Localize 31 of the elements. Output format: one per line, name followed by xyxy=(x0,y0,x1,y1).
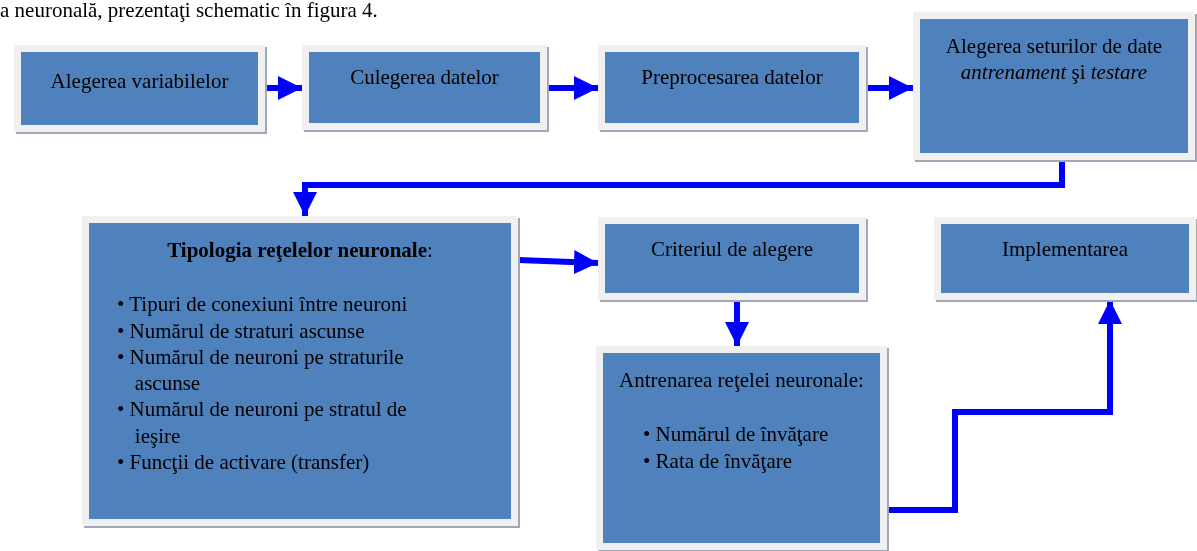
box-label: Culegerea datelor xyxy=(349,64,500,91)
process-box xyxy=(913,12,1195,160)
arrow xyxy=(265,76,302,100)
process-box xyxy=(598,45,866,130)
arrow xyxy=(887,300,1122,513)
body-text: a neuronală, prezentaţi schematic în figura 4. xyxy=(0,0,378,23)
bullet-item: • Tipuri de conexiuni între neuroni xyxy=(117,291,409,318)
box-label: Alegerea seturilor de date antrenament şi testare xyxy=(944,33,1164,86)
bullet-item: • Numărul de neuroni pe straturile ascunse xyxy=(117,343,405,397)
box-label: Alegerea variabilelor xyxy=(49,68,230,95)
process-box xyxy=(934,217,1196,300)
process-box xyxy=(596,346,887,550)
arrow xyxy=(293,160,1065,216)
arrow xyxy=(547,76,598,100)
arrow xyxy=(866,76,913,100)
bullet-item: • Rata de învăţare xyxy=(643,447,794,474)
process-box xyxy=(598,217,866,300)
process-box xyxy=(302,45,547,130)
bullet-item: • Numărul de straturi ascunse xyxy=(117,317,366,344)
bullet-item: • Funcţii de activare (transfer) xyxy=(117,448,371,475)
bullet-item: • Numărul de învăţare xyxy=(643,421,830,448)
bullet-item: • Numărul de neuroni pe stratul de ieşire xyxy=(117,396,408,449)
arrow xyxy=(725,300,749,346)
process-box xyxy=(82,216,518,526)
box-heading: Tipologia reţelelor neuronale: xyxy=(166,237,434,264)
arrow xyxy=(517,250,599,275)
box-label: Implementarea xyxy=(1001,236,1129,263)
box-label: Criteriul de alegere xyxy=(649,236,815,263)
box-label: Preprocesarea datelor xyxy=(640,64,824,91)
box-heading: Antrenarea reţelei neuronale: xyxy=(618,367,865,394)
process-box xyxy=(14,45,265,132)
